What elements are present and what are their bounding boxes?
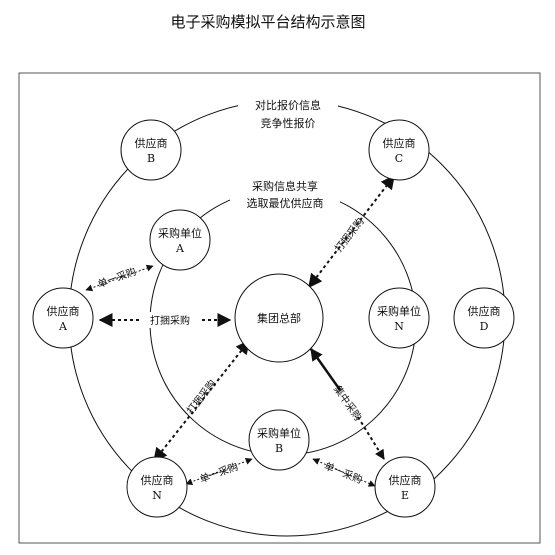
svg-text:供应商: 供应商	[383, 136, 416, 150]
bundle-line-c	[308, 174, 395, 289]
diagram-title: 电子采购模拟平台结构示意图	[170, 13, 365, 31]
supplier-node-n: 供应商 N	[126, 456, 188, 518]
inner-ring-text-2: 选取最优供应商	[247, 196, 324, 210]
svg-text:打捆采购: 打捆采购	[150, 314, 190, 327]
supplier-node-c: 供应商 C	[368, 119, 430, 181]
center-node-label: 集团总部	[257, 311, 301, 325]
svg-text:采购单位: 采购单位	[377, 304, 421, 318]
svg-text:A: A	[175, 242, 185, 255]
svg-text:单一采购: 单一采购	[96, 265, 138, 291]
outer-ring-text-2: 竞争性报价	[261, 116, 316, 130]
svg-text:采购单位: 采购单位	[257, 426, 301, 440]
svg-text:E: E	[401, 489, 409, 502]
svg-text:B: B	[275, 442, 283, 455]
supplier-node-a: 供应商 A	[32, 287, 94, 349]
svg-text:N: N	[394, 320, 404, 333]
inner-ring-text-1: 采购信息共享	[252, 179, 318, 193]
svg-text:供应商: 供应商	[389, 473, 422, 487]
svg-text:供应商: 供应商	[135, 136, 168, 150]
svg-text:N: N	[152, 489, 162, 502]
central-line-e	[309, 347, 342, 391]
svg-text:采购单位: 采购单位	[158, 226, 202, 240]
edge-label-single-e: 单一采购	[322, 459, 364, 486]
supplier-node-b: 供应商 B	[120, 119, 182, 181]
svg-text:单一采购: 单一采购	[198, 460, 240, 486]
single-line-e	[312, 458, 376, 487]
svg-text:单一采购: 单一采购	[322, 459, 364, 486]
svg-text:B: B	[147, 152, 155, 165]
outer-ring-text-1: 对比报价信息	[255, 98, 321, 112]
bundle-line-n	[153, 339, 250, 463]
purchasing-unit-b: 采购单位 B	[248, 409, 310, 471]
svg-text:供应商: 供应商	[47, 304, 80, 318]
edge-label-bundle-h: 打捆采购	[141, 312, 199, 328]
center-node: 集团总部	[234, 273, 324, 363]
edge-label-bundle-c: 打捆采购	[332, 215, 367, 255]
purchasing-unit-n: 采购单位 N	[368, 287, 430, 349]
svg-text:A: A	[58, 320, 68, 333]
svg-text:供应商: 供应商	[468, 304, 501, 318]
diagram-frame	[18, 72, 541, 544]
svg-text:打捆采购: 打捆采购	[332, 215, 367, 255]
svg-text:D: D	[480, 320, 489, 333]
svg-text:打捆采购: 打捆采购	[184, 377, 219, 417]
svg-text:供应商: 供应商	[141, 473, 174, 487]
purchasing-unit-a: 采购单位 A	[149, 209, 211, 271]
edge-label-single-a: 单一采购	[96, 265, 138, 291]
outer-ring-caption: 对比报价信息 竞争性报价	[238, 93, 338, 133]
edge-label-central-e: 集中采购	[331, 383, 365, 423]
supplier-node-d: 供应商 D	[453, 287, 515, 349]
svg-text:集中采购: 集中采购	[331, 383, 365, 423]
svg-text:C: C	[395, 152, 403, 165]
edge-label-single-n: 单一采购	[198, 460, 240, 486]
inner-ring-caption: 采购信息共享 选取最优供应商	[230, 176, 340, 216]
supplier-node-e: 供应商 E	[374, 456, 436, 518]
edge-label-bundle-n: 打捆采购	[184, 377, 219, 417]
central-line-e-dashed	[357, 416, 385, 460]
